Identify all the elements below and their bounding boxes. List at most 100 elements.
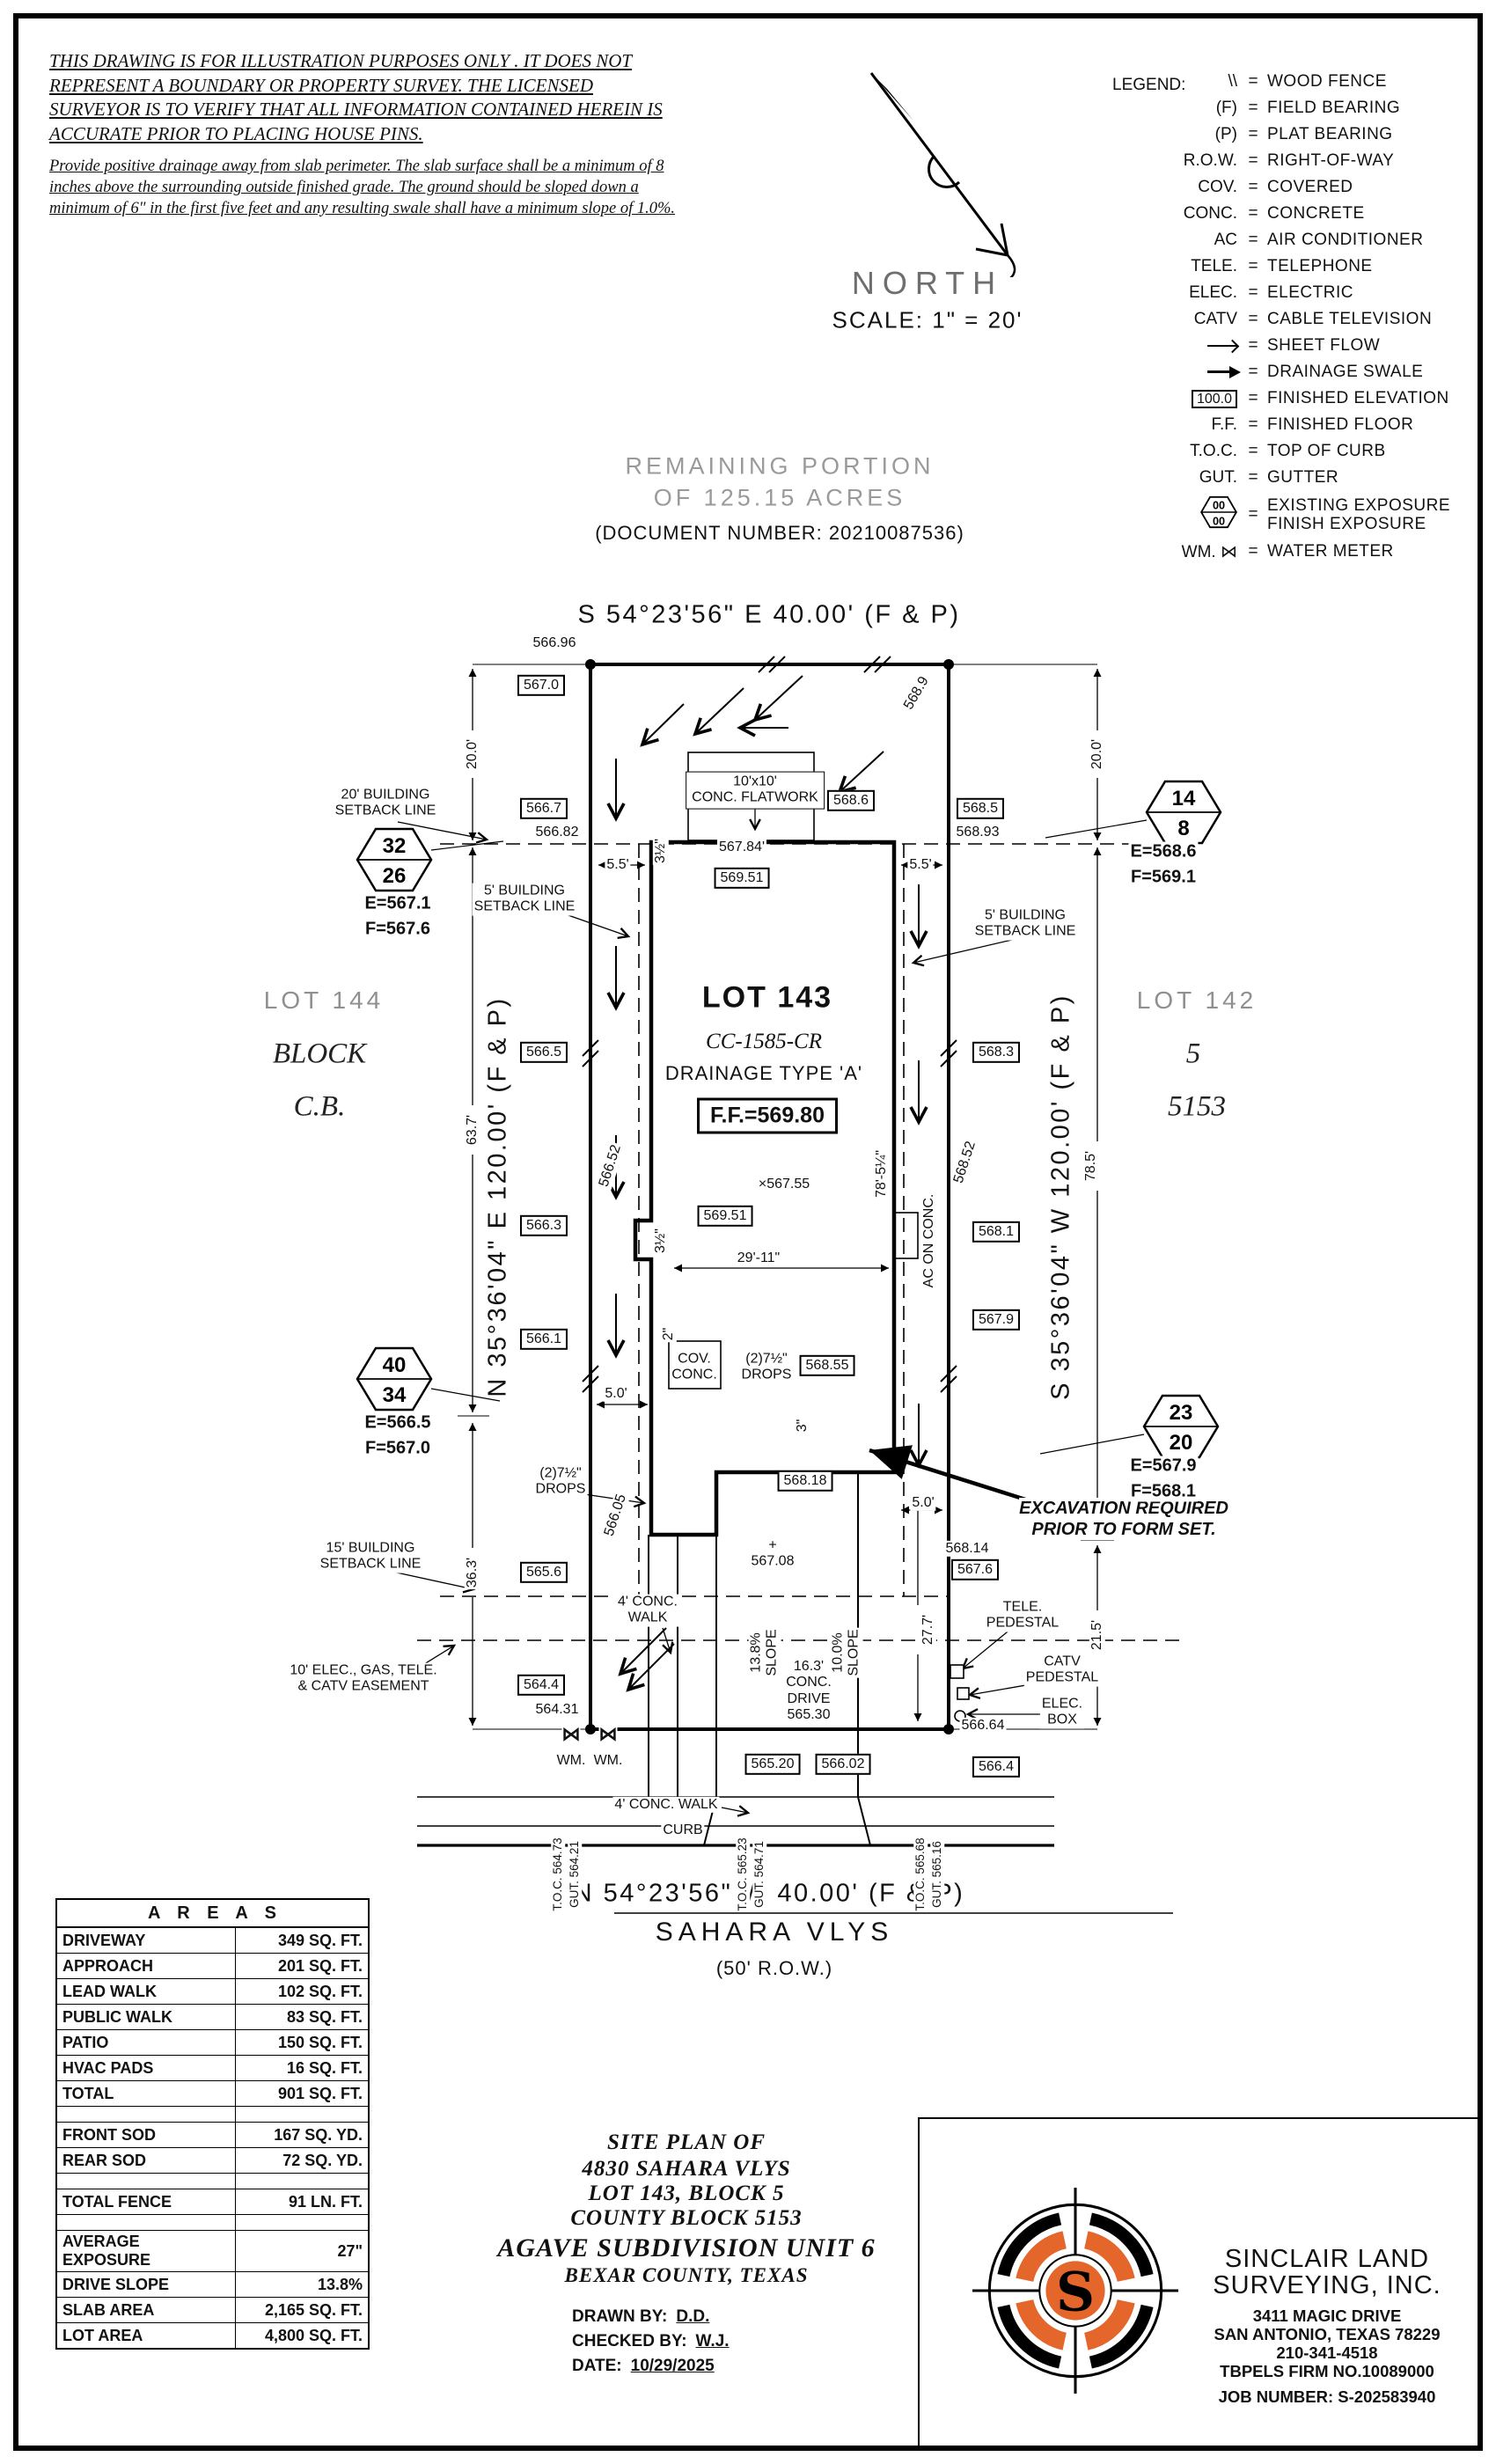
title-county-block: COUNTY BLOCK 5153 (570, 2206, 803, 2230)
legend-sym-sheet-flow-icon (1112, 336, 1239, 356)
easement-label: 10' ELEC., GAS, TELE. & CATV EASEMENT (288, 1662, 439, 1696)
legend-row: R.O.W.=RIGHT-OF-WAY (1112, 148, 1450, 174)
legend-row: (P)=PLAT BEARING (1112, 121, 1450, 148)
legend-sym-gutter-icon: GUT. (1199, 468, 1237, 487)
dim-3-5in: 3½" (652, 837, 670, 865)
areas-row-label (55, 2173, 236, 2189)
exposure-top: 14 (1172, 787, 1196, 810)
areas-row-value: 72 SQ. YD. (235, 2147, 370, 2174)
areas-row-label (55, 2214, 236, 2231)
elev-568-55: 568.55 (799, 1354, 855, 1377)
legend-label: PLAT BEARING (1267, 125, 1393, 144)
dim-20-0-right: 20.0' (1089, 737, 1106, 772)
areas-row-label: DRIVEWAY (55, 1926, 236, 1954)
areas-row-label: TOTAL FENCE (55, 2189, 236, 2215)
street-lines (417, 1796, 1173, 1914)
document-number: (DOCUMENT NUMBER: 20210087536) (595, 522, 964, 544)
areas-row-value: 91 LN. FT. (235, 2189, 370, 2215)
legend-label: RIGHT-OF-WAY (1267, 151, 1395, 171)
legend-label: COVERED (1267, 178, 1353, 197)
elev-565-20: 565.20 (744, 1753, 801, 1776)
legend-label: EXISTING EXPOSURE FINISH EXPOSURE (1267, 495, 1451, 533)
remaining-portion-line2: OF 125.15 ACRES (653, 484, 906, 511)
areas-row-value: 901 SQ. FT. (235, 2080, 370, 2107)
legend-equals: = (1248, 363, 1258, 381)
block-label: BLOCK (272, 1038, 367, 1070)
areas-row-label: PATIO (55, 2029, 236, 2056)
exposure-top: 40 (383, 1353, 407, 1377)
date-value: 10/29/2025 (630, 2357, 715, 2375)
elev-566-5: 566.5 (519, 1041, 568, 1064)
title-county-state: BEXAR COUNTY, TEXAS (564, 2264, 809, 2286)
legend-equals: = (1248, 178, 1258, 196)
legend-sym-water-meter-icon: WM. ⋈ (1181, 542, 1237, 561)
tele-pedestal-label: TELE. PEDESTAL (984, 1599, 1061, 1632)
areas-row-value: 349 SQ. FT. (235, 1926, 370, 1954)
cb-5153-label: 5153 (1168, 1090, 1226, 1123)
legend-label: CONCRETE (1267, 204, 1365, 224)
gut-2: GUT. 564.71 (752, 1841, 766, 1908)
bearing-south: N 54°23'56" W 40.00' (F & P) (573, 1879, 965, 1908)
lead-walk-label: 4' CONC. WALK (616, 1594, 679, 1627)
dim-5-0-left: 5.0' (603, 1385, 629, 1403)
ef-3-f: F=567.0 (363, 1438, 432, 1459)
legend-sym-cable-television-icon: CATV (1193, 310, 1237, 328)
exposure-top: 32 (383, 834, 407, 858)
job-number: JOB NUMBER: S-202583940 (1218, 2387, 1436, 2406)
areas-row-value: 13.8% (235, 2271, 370, 2298)
row-width-label: (50' R.O.W.) (715, 1957, 833, 1979)
dim-3-5in-2: 3½" (652, 1227, 670, 1255)
footer-divider-horizontal (918, 2117, 1479, 2119)
checked-by-row: CHECKED BY: W.J. (572, 2332, 730, 2351)
legend-row: GUT.=GUTTER (1112, 465, 1450, 491)
areas-row-label: AVERAGE EXPOSURE (55, 2230, 236, 2272)
areas-row-value: 2,165 SQ. FT. (235, 2297, 370, 2323)
dim-29-11: 29'-11" (735, 1250, 782, 1267)
water-meter-icon: ⋈ (598, 1724, 618, 1745)
hex-leaders (430, 819, 1148, 1455)
legend-equals: = (1248, 72, 1258, 91)
footer-divider-vertical (918, 2117, 920, 2446)
ef-2-e: E=568.6 (1128, 841, 1199, 862)
legend-row: 100.0=FINISHED ELEVATION (1112, 385, 1450, 412)
spot-568-93: 568.93 (954, 824, 1001, 841)
elev-568-18: 568.18 (777, 1470, 833, 1492)
legend-equals: = (1248, 283, 1258, 302)
areas-row-value: 167 SQ. YD. (235, 2122, 370, 2148)
dim-63-7: 63.7' (464, 1112, 481, 1148)
title-lot-block: LOT 143, BLOCK 5 (588, 2182, 785, 2205)
legend-label: WOOD FENCE (1267, 72, 1387, 92)
walk-slope-label: 10.0% SLOPE (830, 1627, 863, 1678)
house-outline (633, 840, 897, 1537)
legend-sym-covered-icon: COV. (1198, 178, 1237, 196)
block-5-label: 5 (1185, 1038, 1201, 1070)
title-subdivision: AGAVE SUBDIVISION UNIT 6 (497, 2233, 876, 2262)
legend-row: WM. ⋈=WATER METER (1112, 539, 1450, 565)
legend-sym-right-of-way-icon: R.O.W. (1183, 151, 1237, 170)
remaining-portion-line1: REMAINING PORTION (625, 452, 935, 480)
elev-566-4: 566.4 (972, 1756, 1021, 1778)
legend-sym-electric-icon: ELEC. (1189, 283, 1237, 302)
legend-row: T.O.C.=TOP OF CURB (1112, 438, 1450, 465)
legend-equals: = (1248, 204, 1258, 223)
dim-78-5-25: 78'-5¼" (873, 1148, 891, 1200)
legend-row: CONC.=CONCRETE (1112, 201, 1450, 227)
spot-564-31: 564.31 (533, 1701, 581, 1719)
firm-tbpels-number: TBPELS FIRM NO.10089000 (1220, 2361, 1434, 2380)
exposure-marker-3: 40 34 (356, 1346, 433, 1412)
exposure-bottom: 8 (1177, 817, 1189, 840)
checked-by-label: CHECKED BY: (572, 2332, 687, 2350)
elev-568-1: 568.1 (972, 1221, 1021, 1243)
checked-by-value: W.J. (695, 2332, 730, 2350)
elev-569-51-top: 569.51 (714, 867, 770, 890)
date-row: DATE:10/29/2025 (572, 2357, 715, 2376)
dim-21-5: 21.5' (1089, 1617, 1106, 1653)
